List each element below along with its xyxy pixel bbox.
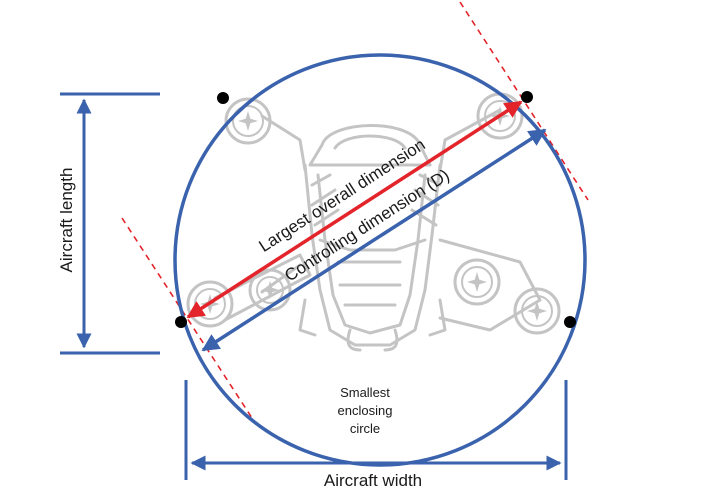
- controlling-dimension-arrow: [201, 128, 547, 352]
- aircraft-width-dimension: [184, 380, 568, 480]
- svg-text:enclosing: enclosing: [338, 403, 393, 418]
- contact-point-top-left: [217, 92, 229, 104]
- contact-point-right: [564, 316, 576, 328]
- aircraft-width-label: Aircraft width: [324, 471, 422, 490]
- contact-point-left: [175, 316, 187, 328]
- drone-silhouette: [213, 108, 542, 352]
- enclosing-circle-label: Smallest enclosing circle: [338, 385, 393, 436]
- tangent-line-bottom-left: [121, 217, 253, 419]
- svg-text:circle: circle: [350, 421, 380, 436]
- contact-points: [175, 91, 576, 328]
- svg-text:Smallest: Smallest: [340, 385, 390, 400]
- aircraft-length-label: Aircraft length: [57, 168, 76, 273]
- rotor-bottom-right: [513, 287, 561, 335]
- rotor-top-left: [224, 97, 272, 145]
- contact-point-top-right: [521, 91, 533, 103]
- aircraft-length-dimension: [60, 92, 160, 355]
- rotor-right: [453, 258, 501, 306]
- rotor-left-inner: [248, 268, 292, 312]
